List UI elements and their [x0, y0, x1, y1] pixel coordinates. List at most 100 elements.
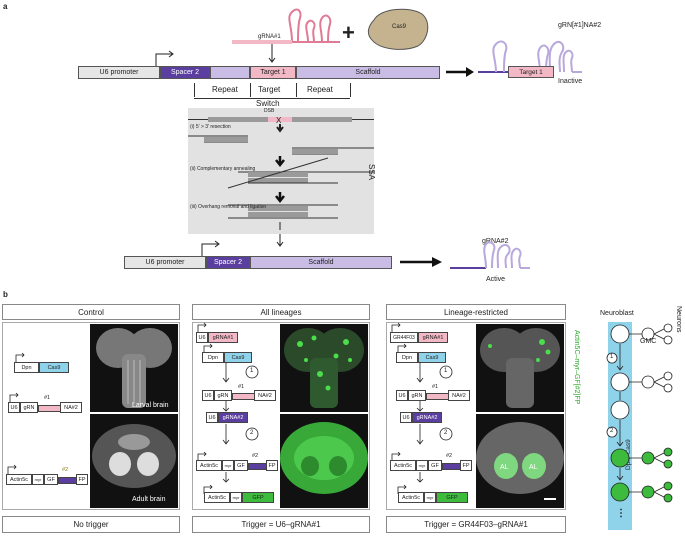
all-u6-box: U6 [196, 332, 208, 343]
control-actin-promoter-arrow [7, 464, 17, 474]
lineage-cell-diagram [606, 323, 673, 503]
all-actin-box: Actin5c [196, 460, 222, 471]
all-grna1-box: gRNA#1 [208, 332, 238, 343]
control-u6-box: U6 [8, 402, 20, 413]
all-u6-promoter-arrow [197, 322, 207, 332]
restricted-actin2-box: Actin5c [398, 492, 424, 503]
svg-text:X: X [276, 116, 282, 125]
restricted-dpn-box: Dpn [396, 352, 418, 363]
final-u6-promoter-box: U6 promoter [124, 256, 206, 269]
repeat-right-label: Repeat [307, 85, 333, 94]
u6-promoter-box: U6 promoter [78, 66, 160, 79]
all-actin-promoter-arrow [197, 451, 207, 461]
restricted-spacer2-bar [442, 463, 462, 470]
restricted-hash2: #2 [446, 453, 453, 459]
all-hash1: #1 [238, 384, 245, 390]
cut-arrow [268, 44, 276, 63]
scaffold-box: Scaffold [296, 66, 440, 79]
restricted-fp-box: FP [460, 460, 472, 471]
gmc-label: GMC [640, 338, 657, 345]
all-u6c-box: U6 [206, 412, 218, 423]
restricted-gf-box: GF [428, 460, 442, 471]
lineage-step1-num: 1 [610, 354, 614, 360]
restricted-step1-arrow [416, 362, 453, 383]
all-spacer2-bar [248, 463, 268, 470]
all-hash2: #2 [252, 453, 259, 459]
all-gfp-box: GFP [242, 492, 274, 503]
restricted-arrow-down [416, 401, 424, 412]
all-lineages-panel [192, 322, 370, 510]
panel-b-letter: b [3, 290, 8, 299]
repeat-left-label: Repeat [212, 85, 238, 94]
divider-tick [250, 83, 251, 97]
control-dpn-box: Dpn [14, 362, 39, 373]
ssa-label: SSA [367, 164, 376, 181]
control-panel [2, 322, 180, 510]
final-promoter-arrow [201, 240, 220, 256]
restricted-grna1-box: gRNA#1 [418, 332, 448, 343]
all-step1-num: 1 [250, 368, 254, 374]
control-dpn-promoter-arrow [15, 352, 25, 362]
restricted-header: Lineage-restricted [386, 304, 566, 320]
restricted-step2-arrow [416, 424, 453, 445]
all-u6b-box: U6 [202, 390, 214, 401]
restricted-dpn-promoter-arrow [397, 343, 407, 353]
control-promoter-arrow [9, 392, 19, 402]
control-footer: No trigger [2, 516, 180, 533]
neurons-label: Neurons [675, 306, 682, 333]
target-label: Target [258, 85, 281, 94]
control-fp-box: FP [76, 474, 88, 485]
grna1-spacer-bar [232, 40, 292, 44]
all-cas9-box: Cas9 [224, 352, 252, 363]
control-adult-brain-image [90, 414, 178, 508]
divider-tick [194, 83, 195, 97]
restricted-actin-box: Actin5c [390, 460, 416, 471]
all-arrow-down [222, 401, 230, 412]
restricted-gfp-box: GFP [436, 492, 468, 503]
step1-label: (i) 5′ > 3′ resection [190, 124, 231, 130]
divider-tick [296, 83, 297, 97]
control-myr-box: myr [32, 474, 44, 485]
restricted-larval-brain-image [476, 324, 564, 412]
control-larval-brain-image [90, 324, 178, 412]
control-hash2: #2 [62, 467, 69, 473]
control-gf-box: GF [44, 474, 58, 485]
switch-underline [194, 98, 350, 99]
neuroblast-label: Neuroblast [600, 310, 634, 317]
down-arrow [276, 234, 284, 247]
restricted-grna2-box: gRNA#2 [412, 412, 442, 423]
restricted-step2-num: 2 [444, 430, 448, 436]
restricted-footer: Trigger = GR44F03–gRNA#1 [386, 516, 566, 533]
control-na2-box: NA#2 [60, 402, 82, 413]
all-step1-arrow [222, 362, 259, 383]
inactive-label: Inactive [558, 78, 583, 85]
reporter-vertical-label: Actin5C–myr–GF[#2]FP [573, 330, 580, 405]
all-lineages-header: All lineages [192, 304, 370, 320]
final-scaffold-box: Scaffold [250, 256, 392, 269]
restricted-gr-box: GR44F03 [390, 332, 418, 343]
cas9-label: Cas9 [392, 24, 407, 30]
restricted-u6c-box: U6 [400, 412, 412, 423]
all-gf-box: GF [234, 460, 248, 471]
grna1-hairpin [284, 8, 340, 43]
dsb-label: DSB [264, 108, 275, 114]
promoter-arrow [155, 50, 174, 66]
all-dpn-box: Dpn [202, 352, 224, 363]
panel-a-letter: a [3, 2, 8, 11]
control-hash1: #1 [44, 395, 51, 401]
grna1-label: gRNA#1 [258, 34, 281, 40]
cas9-protein-shape [367, 8, 429, 50]
control-target1-bar [38, 405, 62, 412]
all-actin2-promoter-arrow [203, 484, 213, 494]
restricted-cas9-box: Cas9 [418, 352, 446, 363]
switch-label: Switch [256, 99, 280, 108]
al-label-right: AL [529, 464, 538, 471]
restricted-panel [386, 322, 566, 510]
all-arrow-down-2 [222, 472, 230, 483]
restricted-adult-brain-image [476, 414, 564, 508]
restricted-arrow-down-2 [416, 472, 424, 483]
restricted-na2-box: NA#2 [448, 390, 470, 401]
all-larval-brain-image [280, 324, 368, 412]
all-lineages-footer: Trigger = U6–gRNA#1 [192, 516, 370, 533]
larval-brain-label: Larval brain [132, 402, 169, 409]
